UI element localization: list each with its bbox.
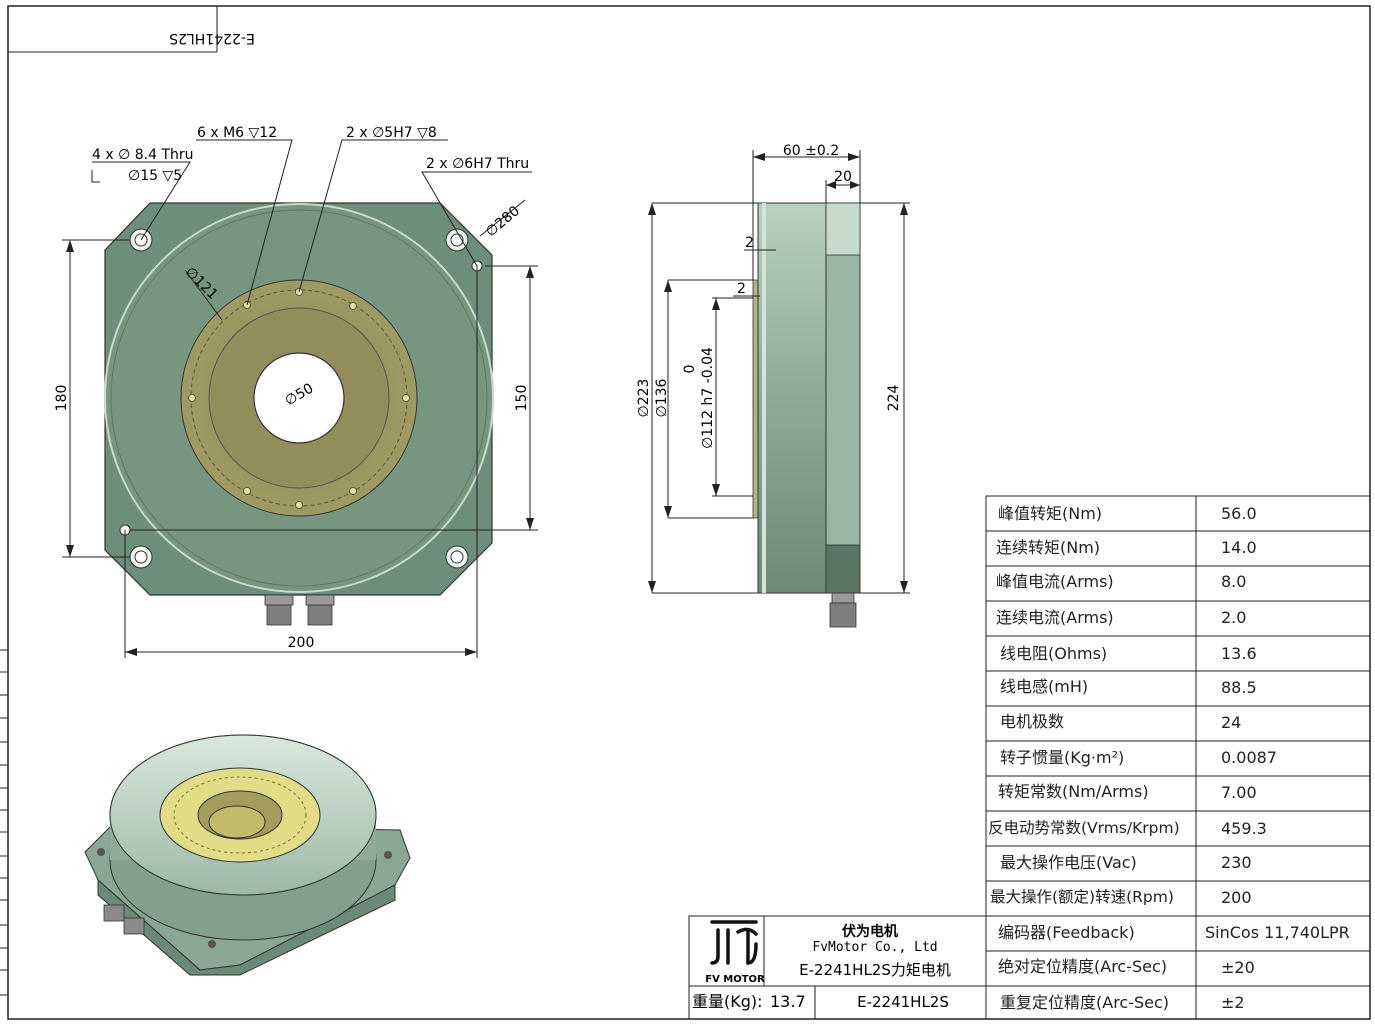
spec-label: 线电阻(Ohms) <box>1000 644 1108 663</box>
company-cn: 伏为电机 <box>842 923 898 940</box>
spec-table <box>985 495 1371 1020</box>
dim-2a-label: 2 <box>745 235 754 251</box>
spec-label: 绝对定位精度(Arc-Sec) <box>998 957 1168 976</box>
weight-value: 13.7 <box>770 992 806 1011</box>
product-name: E-2241HL2S力矩电机 <box>799 961 951 979</box>
callout-4x84: 4 x ∅ 8.4 Thru <box>92 147 194 163</box>
spec-value: 2.0 <box>1221 608 1247 627</box>
callout-counterbore: ∅15 ▽5 <box>128 168 182 184</box>
edge-ticks <box>0 649 8 996</box>
spec-label: 峰值转矩(Nm) <box>998 504 1103 523</box>
spec-value: 14.0 <box>1221 538 1257 557</box>
housing-side <box>757 202 827 594</box>
callout-2x5H7: 2 x ∅5H7 ▽8 <box>346 125 437 141</box>
spec-value: 459.3 <box>1221 819 1267 838</box>
callout-6xM6: 6 x M6 ▽12 <box>197 125 277 141</box>
spec-label: 最大操作(额定)转速(Rpm) <box>990 888 1174 906</box>
spec-value: 7.00 <box>1221 783 1257 802</box>
dim-60-label: 60 ±0.2 <box>783 143 839 159</box>
spec-value: 230 <box>1221 853 1252 872</box>
spec-label: 反电动势常数(Vrms/Krpm) <box>988 819 1180 837</box>
spec-label: 编码器(Feedback) <box>998 923 1135 942</box>
spec-value: 88.5 <box>1221 678 1257 697</box>
spec-value: 8.0 <box>1221 572 1247 591</box>
dim-180-label: 180 <box>54 385 70 412</box>
rotor-pilot <box>752 279 759 519</box>
mounting-holes <box>119 228 483 569</box>
dia-112-upper-tol: 0 <box>682 365 698 374</box>
dim-150-label: 150 <box>514 385 530 412</box>
spec-label: 转子惯量(Kg·m²) <box>1000 748 1125 767</box>
spec-value: ±20 <box>1221 958 1255 977</box>
side-gland <box>829 592 857 628</box>
weight-label: 重量(Kg): <box>692 992 763 1011</box>
spec-label: 最大操作电压(Vac) <box>1000 853 1137 872</box>
dim-224-label: 224 <box>886 385 902 412</box>
spec-label: 线电感(mH) <box>1000 677 1089 696</box>
dia-136-label: ∅136 <box>654 378 670 417</box>
side-view: 60 ±0.2 20 2 2 ∅223 ∅136 ∅112 h7 -0.04 0… <box>636 143 910 628</box>
corner-code: E-2241HL2S <box>169 30 255 46</box>
spec-value: 13.6 <box>1221 644 1257 663</box>
dim-20-label: 20 <box>834 169 852 185</box>
dia-280-label: ∅280 <box>483 203 523 240</box>
spec-value: 24 <box>1221 713 1242 732</box>
front-view: 4 x ∅ 8.4 Thru ∅15 ▽5 6 x M6 ▽12 2 x ∅5H… <box>54 125 538 658</box>
rotor-bolt-holes <box>188 288 410 509</box>
center-bore <box>253 352 345 444</box>
isometric-view <box>84 734 411 976</box>
spec-label: 连续电流(Arms) <box>996 608 1114 627</box>
dim-200-label: 200 <box>288 635 315 651</box>
dia-223-label: ∅223 <box>636 379 652 418</box>
cable-glands <box>264 594 335 626</box>
dim-2b-label: 2 <box>737 281 746 297</box>
spec-label: 连续转矩(Nm) <box>996 538 1101 557</box>
title-block <box>688 915 987 1020</box>
dia-112-label: ∅112 h7 -0.04 <box>700 347 716 449</box>
spec-label: 峰值电流(Arms) <box>996 572 1114 591</box>
spec-label: 重复定位精度(Arc-Sec) <box>1000 993 1170 1012</box>
spec-value: 200 <box>1221 888 1252 907</box>
spec-value: 0.0087 <box>1221 748 1277 767</box>
spec-value: SinCos 11,740LPR <box>1205 923 1350 942</box>
model-code: E-2241HL2S <box>857 993 949 1011</box>
spec-label: 转矩常数(Nm/Arms) <box>998 782 1149 801</box>
company-en: FvMotor Co., Ltd <box>812 940 937 955</box>
base-side <box>825 202 861 594</box>
spec-value: ±2 <box>1221 993 1245 1012</box>
spec-value: 56.0 <box>1221 504 1257 523</box>
spec-label: 电机极数 <box>1000 712 1065 731</box>
fv-motor-logo <box>710 920 758 965</box>
logo-text: FV MOTOR <box>705 974 765 985</box>
callout-2x6H7: 2 x ∅6H7 Thru <box>426 156 529 172</box>
